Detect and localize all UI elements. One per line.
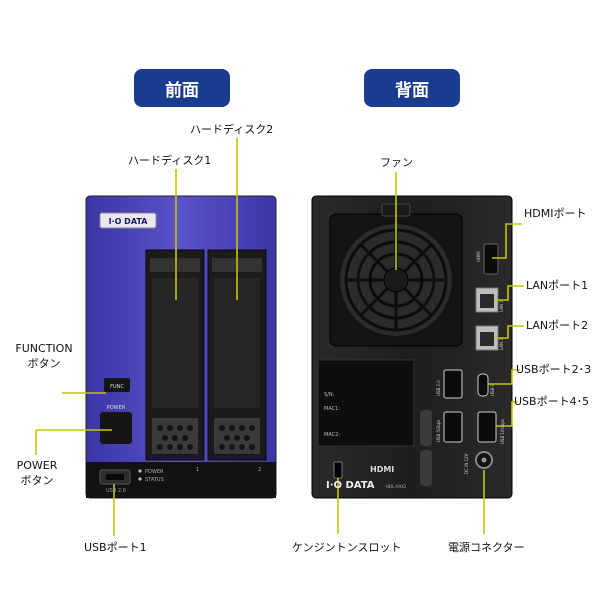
usbc-port-text: USB-C: [490, 383, 495, 396]
usb10g-port-text: USB 10Gbps: [500, 419, 505, 444]
label-hdmi: HDMIポート: [524, 207, 587, 220]
bay2-number: 2: [258, 467, 261, 473]
label-power-connector: 電源コネクター: [448, 541, 525, 554]
label-lan1: LANポート1: [526, 279, 589, 292]
back-brand: I·O DATA: [326, 480, 375, 491]
label-usb23: USBポート2･3: [516, 363, 592, 376]
label-hdd2: ハードディスク2: [190, 123, 274, 136]
power-button-text: POWER: [107, 405, 126, 411]
sticker-mac2: MAC2:: [324, 432, 340, 438]
label-usb45: USBポート4･5: [514, 395, 590, 408]
bay1-number: 1: [196, 467, 199, 473]
label-lan2: LANポート2: [526, 319, 589, 332]
led-power-text: POWER: [145, 469, 164, 475]
dc-in-text: DC IN 12V: [464, 453, 469, 474]
back-section-title: 背面: [364, 69, 460, 107]
back-unit: [311, 195, 513, 499]
front-brand: I·O DATA: [109, 217, 149, 226]
lan1-port-text: LAN 1: [499, 300, 504, 312]
func-button-text: FUNC: [110, 384, 124, 390]
sticker-mac1: MAC1:: [324, 406, 340, 412]
label-fan: ファン: [380, 156, 413, 169]
label-power-line2: ボタン: [20, 474, 54, 487]
front-section-title: 前面: [134, 69, 230, 107]
model-code: HDL-AAX2: [386, 484, 407, 489]
label-power-line1: POWER: [16, 459, 58, 472]
usb20-port-text: USB 2.0: [436, 380, 441, 396]
leader-lines: [35, 138, 524, 536]
sticker-sn: S/N:: [324, 392, 335, 398]
usb5g-port-text: USB 5Gbps: [436, 420, 441, 442]
front-unit: [85, 195, 277, 499]
lan2-port-text: LAN 2: [499, 338, 504, 350]
label-hdd1: ハードディスク1: [128, 154, 212, 167]
hdmi-logo-text: HDMI: [370, 465, 394, 474]
led-status-text: STATUS: [145, 477, 164, 483]
usb-front-text: USB 2.0: [106, 488, 126, 494]
label-function-line1: FUNCTION: [15, 342, 73, 355]
label-function-line2: ボタン: [27, 357, 61, 370]
hdmi-port-text: HDMI: [476, 251, 481, 262]
label-usb1: USBポート1: [84, 541, 147, 554]
label-kensington: ケンジントンスロット: [292, 541, 402, 554]
